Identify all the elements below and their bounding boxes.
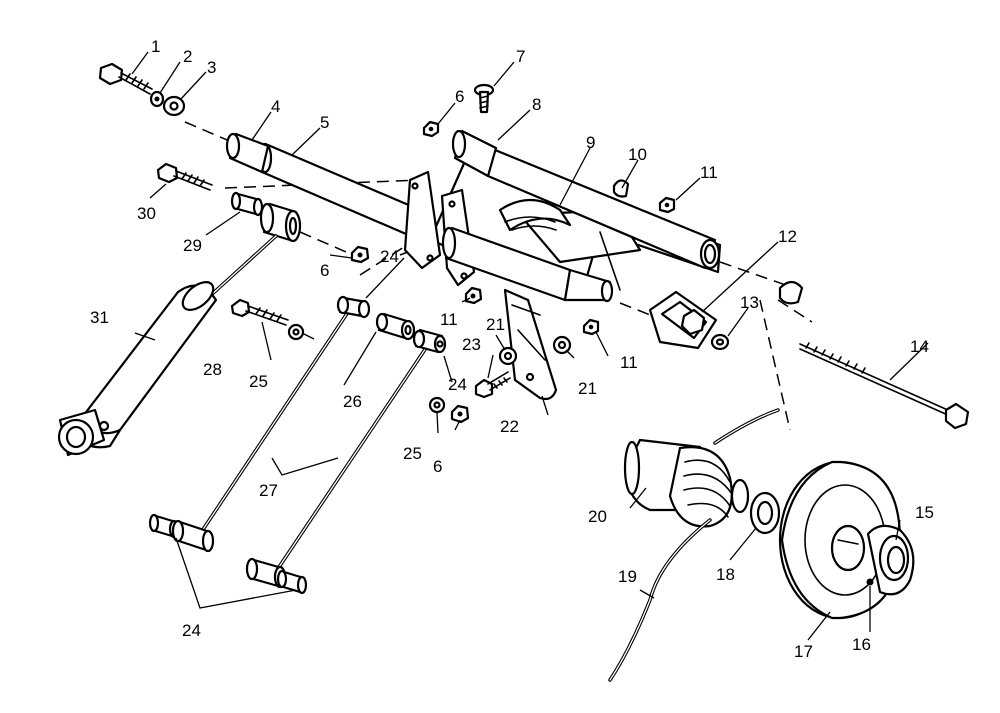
callout-12: 12 (778, 227, 797, 246)
callout-11b: 11 (440, 310, 458, 329)
callout-5: 5 (320, 113, 329, 132)
callout-8: 8 (532, 95, 541, 114)
callout-24c: 24 (182, 621, 201, 640)
bolt-part-28 (230, 298, 289, 326)
callout-24b: 24 (448, 375, 467, 394)
washer-part-13 (710, 333, 730, 351)
leader-lines (131, 51, 929, 641)
bushing-part-26 (375, 312, 416, 341)
nut-part-6-top (422, 120, 440, 138)
callout-23: 23 (462, 335, 481, 354)
clip-near-part-13 (778, 280, 804, 305)
bushings-part-24-lower (148, 513, 308, 595)
callout-7: 7 (516, 47, 525, 66)
callout-25b: 25 (403, 444, 422, 463)
bolt-part-30 (156, 162, 213, 191)
pin-part-16 (866, 578, 874, 586)
callout-3: 3 (207, 58, 216, 77)
callout-30: 30 (137, 204, 156, 223)
washer-part-21-left (498, 346, 518, 366)
spring-part-20 (608, 408, 780, 682)
callout-18: 18 (716, 565, 735, 584)
callout-19: 19 (618, 567, 637, 586)
sleeve-part-29 (230, 191, 264, 217)
bolt-part-1 (98, 62, 153, 95)
bolt-part-23 (474, 371, 511, 399)
callout-27: 27 (259, 481, 278, 500)
callout-6b: 6 (320, 261, 329, 280)
callout-16: 16 (852, 635, 871, 654)
callout-17: 17 (794, 642, 813, 661)
callout-15: 15 (915, 503, 934, 522)
callout-31: 31 (90, 308, 109, 327)
shaft-part-8 (451, 129, 721, 270)
leader-lines-grouped (175, 457, 339, 609)
shock-absorber-part-31 (57, 234, 278, 457)
washer-part-25-left (287, 323, 305, 341)
callout-24a: 24 (380, 247, 399, 266)
link-part-27-right (275, 328, 447, 572)
callout-14: 14 (910, 337, 929, 356)
nut-part-6-mid (350, 245, 370, 264)
bolt-part-7 (473, 83, 495, 114)
link-part-27-left (198, 295, 371, 536)
callout-10: 10 (628, 145, 647, 164)
callout-6c: 6 (433, 457, 442, 476)
callout-2: 2 (183, 47, 192, 66)
arm-part-22 (503, 288, 558, 401)
callout-20: 20 (588, 507, 607, 526)
callout-11c: 11 (620, 353, 638, 372)
callout-26: 26 (343, 392, 362, 411)
block-part-12 (648, 290, 718, 350)
callout-9: 9 (586, 133, 595, 152)
pivot-shaft (441, 226, 614, 303)
callout-11a: 11 (700, 163, 718, 182)
hub-part-15 (866, 524, 915, 596)
nut-part-11-mid (464, 286, 483, 305)
callout-4: 4 (271, 97, 280, 116)
callout-13: 13 (740, 293, 759, 312)
callout-22: 22 (500, 417, 519, 436)
bolt-part-14 (799, 342, 970, 430)
shaft-part-5 (225, 132, 427, 242)
callout-21b: 21 (578, 379, 597, 398)
washer-part-25-right (428, 396, 446, 414)
washer-part-18 (749, 491, 781, 535)
washer-part-21-right (552, 335, 572, 355)
callout-6a: 6 (455, 87, 464, 106)
callout-1: 1 (151, 37, 160, 56)
cap-part-10 (612, 179, 630, 198)
callout-25a: 25 (249, 372, 268, 391)
callout-21a: 21 (486, 315, 505, 334)
washer-part-2 (149, 90, 165, 108)
nut-part-6-lower (450, 404, 470, 424)
nut-part-11-top (658, 196, 676, 214)
callout-labels: 1 2 3 4 5 6 6 6 7 8 9 10 11 11 11 12 13 … (90, 37, 934, 661)
washer-part-3 (162, 95, 186, 117)
callout-29: 29 (183, 236, 202, 255)
bushing-shock-top (259, 202, 302, 243)
nut-part-11-right (582, 318, 600, 336)
callout-28: 28 (203, 360, 222, 379)
